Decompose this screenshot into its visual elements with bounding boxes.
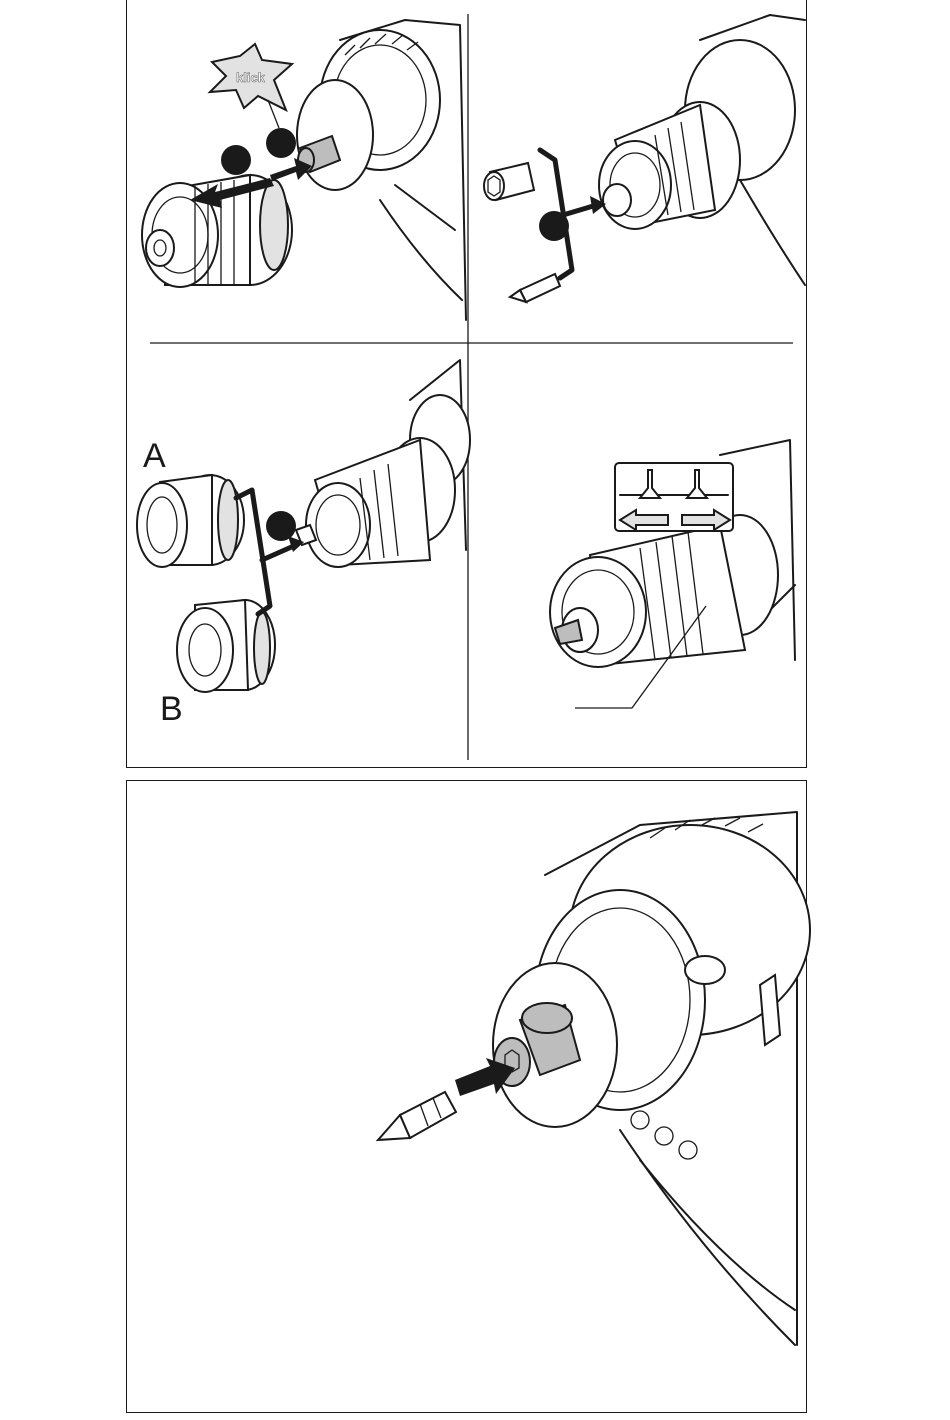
panel-1-chuck-removal: [142, 20, 466, 320]
vent-circles: [631, 1111, 697, 1159]
bottom-illustration: [378, 812, 810, 1345]
panel-2-bit-insertion: [484, 15, 805, 302]
screwdriver-bit-bottom: [378, 1092, 456, 1140]
socket-adapter: [484, 163, 534, 200]
step-dot-3: [539, 211, 569, 241]
panel-3-adapter-choice: [137, 360, 470, 692]
label-b: B: [160, 690, 183, 728]
step-dot-4: [266, 511, 296, 541]
step-dot-2: [266, 128, 296, 158]
step-dot-1: [221, 145, 251, 175]
panel-4-mode-selector: [550, 440, 795, 708]
klick-label: klick: [236, 70, 266, 85]
label-a: A: [143, 437, 166, 475]
screwdriver-bit: [510, 274, 560, 302]
adapter-a: [137, 475, 244, 567]
